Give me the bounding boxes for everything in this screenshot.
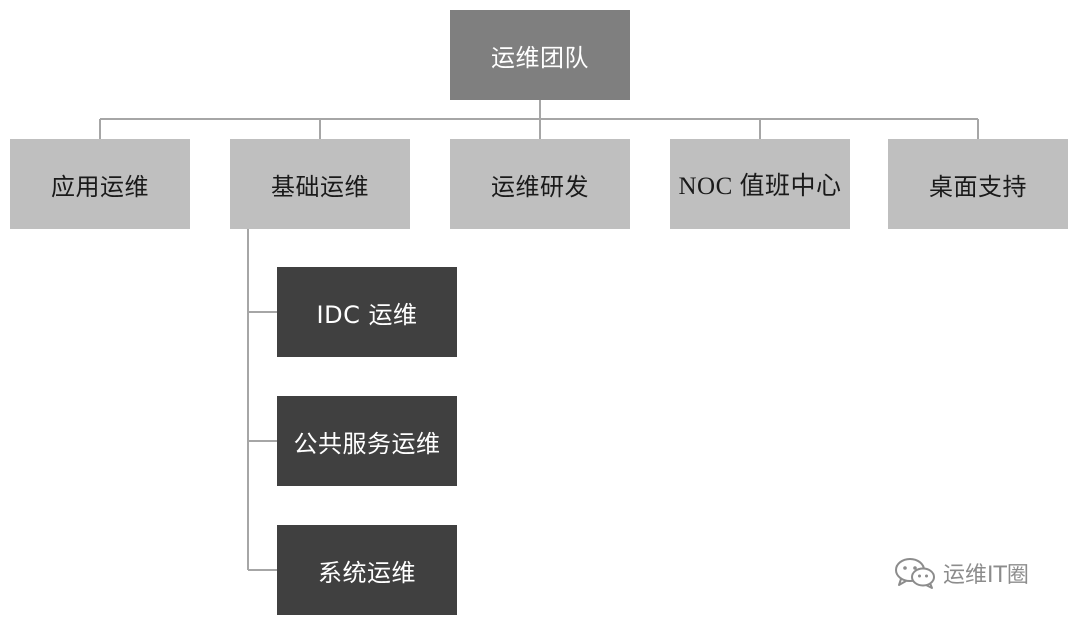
node-base-ops: 基础运维 (230, 139, 410, 229)
node-ops-team: 运维团队 (450, 10, 630, 100)
node-idc-ops: IDC 运维 (277, 267, 457, 357)
node-app-ops-label: 应用运维 (51, 172, 149, 201)
wechat-icon (895, 558, 935, 589)
node-ops-dev-label: 运维研发 (491, 172, 589, 201)
node-ops-team-label: 运维团队 (491, 43, 589, 72)
node-noc-center: NOC 值班中心 (670, 139, 850, 229)
node-desktop-support: 桌面支持 (888, 139, 1068, 229)
node-public-service-ops: 公共服务运维 (277, 396, 457, 486)
node-system-ops: 系统运维 (277, 525, 457, 615)
node-app-ops: 应用运维 (10, 139, 190, 229)
node-noc-center-label: NOC 值班中心 (678, 173, 842, 200)
node-ops-dev: 运维研发 (450, 139, 630, 229)
node-base-ops-label: 基础运维 (271, 172, 369, 201)
watermark-text: 运维IT圈 (943, 563, 1029, 588)
node-system-ops-label: 系统运维 (318, 558, 416, 587)
node-public-service-ops-label: 公共服务运维 (293, 429, 441, 458)
node-desktop-support-label: 桌面支持 (929, 172, 1027, 201)
watermark: 运维IT圈 (893, 556, 1029, 590)
node-idc-ops-label: IDC 运维 (316, 300, 418, 329)
